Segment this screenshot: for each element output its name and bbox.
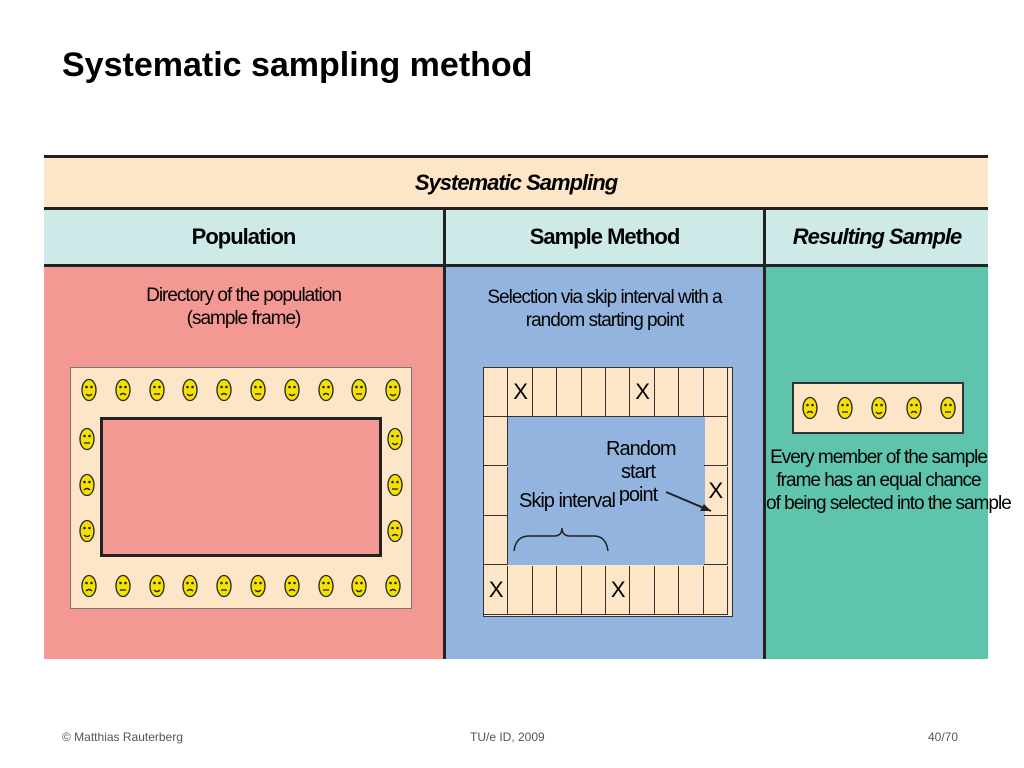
grid-cell	[581, 368, 606, 417]
grid-cell	[557, 368, 582, 417]
result-caption-line: of being selected into the sample	[766, 492, 1012, 514]
smiley-face-icon	[387, 427, 403, 451]
grid-cell: X	[606, 565, 631, 615]
header-resulting-sample: Resulting Sample	[792, 224, 963, 249]
smiley-face-icon	[385, 574, 401, 598]
smiley-face-icon	[940, 396, 956, 420]
smiley-face-icon	[250, 378, 266, 402]
sample-frame-inner	[100, 417, 382, 557]
smiley-face-icon	[905, 396, 922, 420]
header-row: Population Sample Method Resulting Sampl…	[44, 210, 988, 267]
smiley-face-icon	[79, 427, 95, 451]
grid-inner-area	[508, 417, 705, 565]
random-start-line: start	[621, 461, 656, 483]
random-start-label: Random start point	[606, 438, 677, 507]
smiley-face-icon	[836, 396, 853, 420]
smiley-face-icon	[250, 574, 266, 598]
smiley-face-icon	[182, 378, 199, 402]
smiley-face-icon	[284, 378, 300, 402]
grid-cell	[654, 368, 680, 417]
smiley-face-icon	[115, 574, 131, 598]
grid-cell	[532, 565, 558, 615]
grid-cell	[703, 565, 728, 615]
population-panel: Directory of the population (sample fram…	[44, 267, 443, 659]
footer-copyright: © Matthias Rauterberg	[62, 730, 183, 744]
sample-frame-box	[70, 367, 412, 609]
header-sample-method: Sample Method	[529, 224, 681, 249]
arrow-head	[700, 504, 711, 511]
smiley-face-icon	[351, 574, 368, 598]
population-caption-line: Directory of the population	[146, 285, 342, 306]
method-caption-line: Selection via skip interval with a	[487, 287, 722, 308]
smiley-face-icon	[81, 574, 97, 598]
grid-cell	[654, 565, 680, 615]
population-caption: Directory of the population (sample fram…	[44, 285, 443, 331]
resulting-sample-panel: Every member of the sample frame has an …	[763, 267, 1012, 659]
grid-cell	[484, 368, 509, 417]
skip-interval-brace	[513, 527, 609, 552]
header-population: Population	[191, 224, 297, 249]
slide-title: Systematic sampling method	[62, 46, 533, 84]
grid-cell: X	[484, 565, 509, 615]
smiley-face-icon	[317, 574, 334, 598]
smiley-face-icon	[79, 519, 95, 543]
grid-cell: X	[508, 368, 533, 417]
figure-banner: Systematic Sampling	[44, 155, 988, 210]
smiley-face-icon	[182, 574, 199, 598]
smiley-face-icon	[148, 378, 165, 402]
grid-cell: X	[703, 466, 728, 516]
smiley-face-icon	[871, 396, 887, 420]
smiley-face-icon	[79, 473, 95, 497]
random-start-line: Random	[606, 438, 677, 460]
smiley-face-icon	[216, 574, 232, 598]
grid-cell	[484, 516, 509, 566]
result-caption-line: frame has an equal chance	[776, 469, 981, 491]
header-divider	[443, 210, 446, 267]
grid-cell	[557, 565, 582, 615]
skip-interval-label: Skip interval	[519, 490, 616, 512]
smiley-face-icon	[115, 378, 131, 402]
grid-cell	[484, 417, 509, 467]
smiley-face-icon	[284, 574, 300, 598]
smiley-face-icon	[351, 378, 368, 402]
sample-method-panel: Selection via skip interval with a rando…	[443, 267, 763, 659]
footer-page-number: 40/70	[928, 730, 959, 744]
grid-cell	[703, 516, 728, 566]
grid-cell	[630, 565, 655, 615]
footer-course: TU/e ID, 2009	[470, 730, 545, 744]
smiley-face-icon	[317, 378, 334, 402]
grid-cell	[581, 565, 606, 615]
result-caption-line: Every member of the sample	[770, 447, 988, 468]
grid-cell: X	[630, 368, 655, 417]
smiley-face-icon	[387, 473, 403, 497]
random-start-line: point	[618, 484, 658, 506]
grid-cell	[532, 368, 558, 417]
smiley-face-icon	[216, 378, 232, 402]
grid-cell	[703, 417, 728, 467]
grid-cell	[484, 466, 509, 516]
grid-cell	[606, 368, 631, 417]
smiley-face-icon	[385, 378, 401, 402]
result-caption: Every member of the sample frame has an …	[766, 447, 1012, 515]
smiley-face-icon	[148, 574, 165, 598]
grid-annotations	[513, 491, 712, 552]
smiley-face-icon	[81, 378, 97, 402]
selected-sample-box	[792, 382, 964, 434]
grid-cell	[679, 368, 704, 417]
systematic-sampling-figure: Systematic Sampling Population Sample Me…	[44, 155, 1012, 659]
grid-cell	[703, 368, 728, 417]
grid-cell	[508, 565, 533, 615]
smiley-face-icon	[387, 519, 403, 543]
method-caption: Selection via skip interval with a rando…	[446, 287, 763, 333]
smiley-face-icon	[802, 396, 818, 420]
method-caption-line: random starting point	[525, 309, 685, 331]
header-divider	[763, 210, 766, 267]
population-caption-line: (sample frame)	[186, 307, 302, 329]
grid-cell	[679, 565, 704, 615]
